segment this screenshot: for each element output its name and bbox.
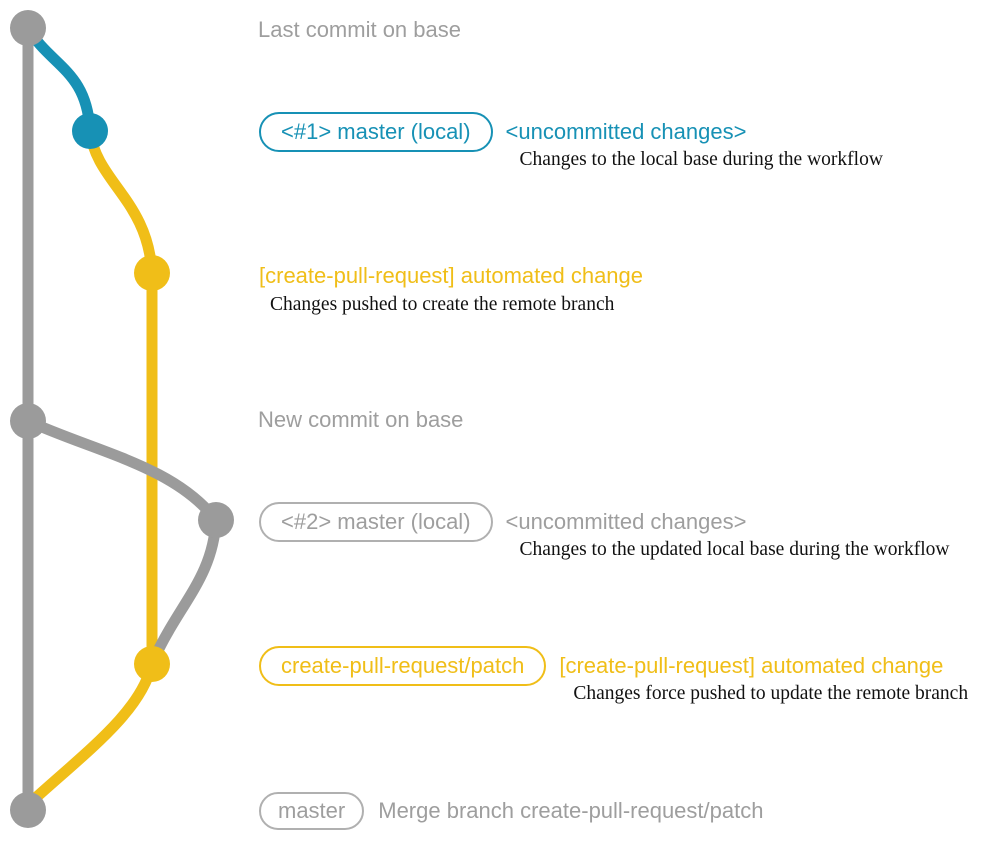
description-push-2: Changes force pushed to update the remot…	[573, 683, 969, 704]
commit-node-patch-1	[134, 255, 170, 291]
patch-branch-line-1	[84, 125, 158, 279]
local-rebase-line	[149, 514, 222, 663]
commit-node-local-1	[72, 113, 108, 149]
uncommitted-changes-label-1: <uncommitted changes>	[505, 119, 747, 144]
row-local-2: <#2> master (local) <uncommitted changes…	[259, 502, 950, 562]
row-local-1: <#1> master (local) <uncommitted changes…	[259, 112, 883, 172]
description-push-1: Changes pushed to create the remote bran…	[270, 294, 615, 315]
commit-node-new-base	[10, 403, 46, 439]
row-push-2: create-pull-request/patch [create-pull-r…	[259, 646, 968, 706]
merge-commit-label: Merge branch create-pull-request/patch	[378, 798, 764, 823]
automated-change-label-2: [create-pull-request] automated change	[559, 653, 944, 678]
row-merge: master Merge branch create-pull-request/…	[259, 792, 763, 830]
caption-new-commit: New commit on base	[258, 407, 464, 432]
branch-badge-master-local-2: <#2> master (local)	[259, 502, 493, 542]
commit-node-last-base	[10, 10, 46, 46]
automated-change-label-1: [create-pull-request] automated change	[259, 263, 644, 288]
caption-last-commit: Last commit on base	[258, 17, 461, 42]
commit-node-patch-2	[134, 646, 170, 682]
branch-badge-patch: create-pull-request/patch	[259, 646, 547, 686]
row-push-1: [create-pull-request] automated change C…	[259, 262, 643, 317]
description-local-2: Changes to the updated local base during…	[519, 539, 950, 560]
branch-badge-master: master	[259, 792, 365, 830]
description-local-1: Changes to the local base during the wor…	[519, 149, 883, 170]
uncommitted-changes-label-2: <uncommitted changes>	[505, 509, 747, 534]
branch-badge-master-local-1: <#1> master (local)	[259, 112, 493, 152]
local-branch-line-2	[22, 415, 222, 526]
merge-line	[24, 658, 158, 809]
commit-node-local-2	[198, 502, 234, 538]
local-branch-line-1	[22, 22, 96, 137]
commit-node-merge	[10, 792, 46, 828]
